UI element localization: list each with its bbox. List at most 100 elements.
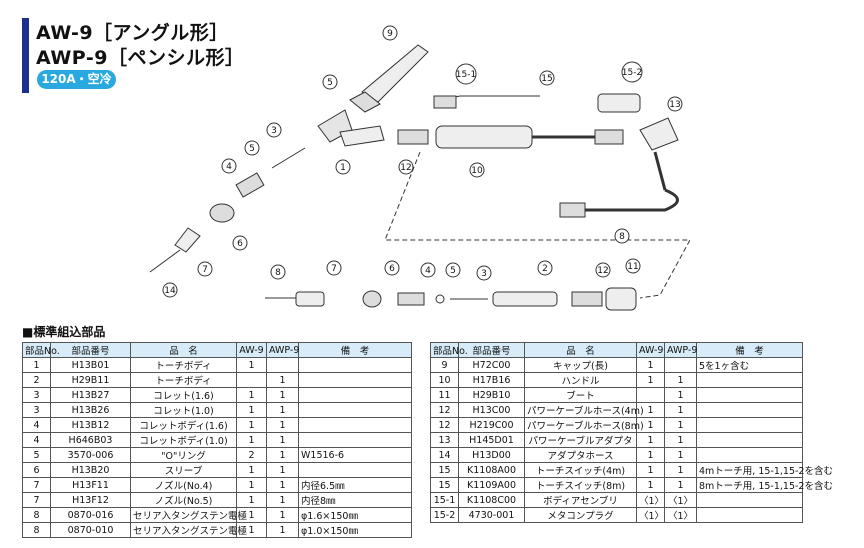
table-cell: セリア入タングステン電極 [130, 522, 247, 538]
table-cell: 〈1〉 [664, 507, 697, 523]
table-cell: 11 [430, 387, 459, 403]
table-cell [236, 372, 267, 388]
table-cell: K1109A00 [458, 477, 525, 493]
diagram-label: 4 [226, 162, 232, 172]
table-cell: 10 [430, 372, 459, 388]
table-cell [298, 417, 412, 433]
table-cell [298, 387, 412, 403]
diagram-label: 3 [271, 126, 277, 136]
table-cell: 1 [664, 372, 697, 388]
diagram-label: 5 [450, 266, 456, 276]
table-cell: 1 [236, 417, 267, 433]
table-cell: 1 [266, 402, 299, 418]
table-cell: 15-1 [430, 492, 459, 508]
diagram-label: 13 [669, 100, 680, 110]
table-cell: H145D01 [458, 432, 525, 448]
table-cell: 0870-010 [50, 522, 131, 538]
table-cell: メタコンプラグ [524, 507, 637, 523]
table-cell: 1 [236, 477, 267, 493]
diagram-label: 15-1 [456, 70, 476, 80]
diagram-label: 12 [400, 163, 411, 173]
table-cell: 〈1〉 [664, 492, 697, 508]
col-part-number: 部品番号 [458, 342, 525, 358]
table-cell: 1 [22, 357, 51, 373]
table-cell: コレット(1.6) [130, 387, 237, 403]
table-cell: 8 [22, 522, 51, 538]
table-cell [696, 507, 803, 523]
table-cell: 1 [664, 462, 697, 478]
table-cell: パワーケーブルアダプタ [524, 432, 637, 448]
table-cell: 15 [430, 477, 459, 493]
table-cell: H219C00 [458, 417, 525, 433]
diagram-label: 10 [471, 166, 483, 176]
table-cell: 1 [236, 357, 267, 373]
table-cell: 1 [636, 462, 665, 478]
table-cell: H13D00 [458, 447, 525, 463]
table-header-row: 部品No. 部品番号 品 名 AW-9 AWP-9 備 考 [22, 342, 412, 358]
title-accent-bar [22, 18, 29, 93]
table-cell: トーチボディ [130, 372, 237, 388]
table-cell: 1 [266, 417, 299, 433]
table-cell: 1 [636, 357, 665, 373]
table-cell: H17B16 [458, 372, 525, 388]
table-cell: ハンドル [524, 372, 637, 388]
table-cell: 1 [266, 447, 299, 463]
table-cell: 8mトーチ用, 15-1,15-2を含む [696, 477, 833, 493]
table-cell: 〈1〉 [636, 492, 665, 508]
diagram-label: 15 [541, 74, 552, 84]
table-cell: 内径8㎜ [298, 492, 412, 508]
table-cell [298, 372, 412, 388]
col-aw9: AW-9 [636, 342, 665, 358]
table-cell [696, 432, 803, 448]
product-title-awp9: AWP-9［ペンシル形］ [36, 47, 245, 69]
table-cell: H13B26 [50, 402, 131, 418]
table-cell [696, 492, 803, 508]
table-cell: H29B11 [50, 372, 131, 388]
table-cell: スリーブ [130, 462, 237, 478]
diagram-label: 5 [327, 78, 333, 88]
diagram-label: 5 [249, 144, 255, 154]
diagram-label: 8 [619, 232, 625, 242]
table-cell: 15 [430, 462, 459, 478]
table-cell: 4mトーチ用, 15-1,15-2を含む [696, 462, 833, 478]
table-cell: コレット(1.0) [130, 402, 237, 418]
table-cell: H13F12 [50, 492, 131, 508]
table-cell [298, 402, 412, 418]
table-cell: 1 [664, 477, 697, 493]
table-cell: パワーケーブルホース(8m) [524, 417, 644, 433]
table-cell: ブート [524, 387, 637, 403]
table-cell: 0870-016 [50, 507, 131, 523]
col-aw9: AW-9 [236, 342, 267, 358]
table-cell: 1 [236, 387, 267, 403]
table-cell: H13C00 [458, 402, 525, 418]
diagram-label: 3 [481, 269, 487, 279]
spec-badge: 120A・空冷 [37, 70, 116, 89]
table-cell: セリア入タングステン電極 [130, 507, 247, 523]
table-cell: H13B20 [50, 462, 131, 478]
table-cell: 1 [236, 492, 267, 508]
diagram-label: 4 [425, 266, 431, 276]
table-cell: 1 [664, 432, 697, 448]
table-cell [696, 447, 803, 463]
col-part-name: 品 名 [524, 342, 637, 358]
diagram-label: 1 [340, 163, 346, 173]
table-cell: 4 [22, 417, 51, 433]
table-cell: 1 [266, 432, 299, 448]
table-cell: 7 [22, 477, 51, 493]
